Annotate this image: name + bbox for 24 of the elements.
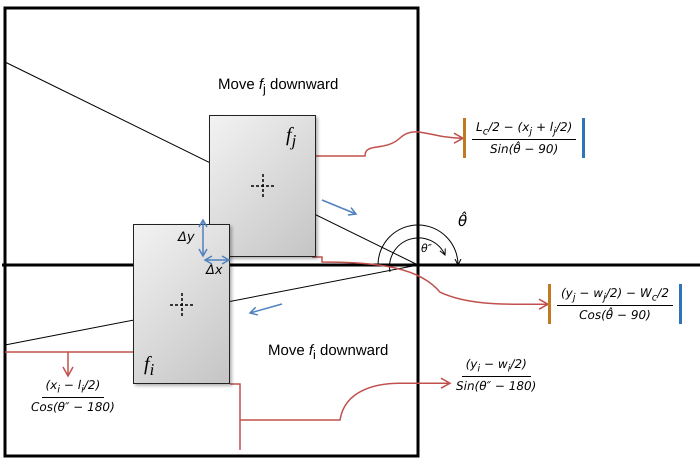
math-label: Δy [178,230,195,245]
formula-denominator: Cos(θ″ − 180) [31,399,115,414]
note-text: Move f$_{j}$ downward [218,76,338,96]
formula [548,284,682,324]
formula-numerator: (x$_{i}$ − l$_{i}$/2) [42,378,104,398]
block-label: f$_{i}$ [144,353,154,380]
leader-arrow [62,351,133,377]
formula-denominator: Sin(θ″ − 180) [456,378,536,394]
block [133,224,230,384]
formula-numerator: (y$_{i}$ − w$_{i}$/2) [462,357,531,378]
formula-denominator: Sin(θ̂ − 90) [490,140,558,156]
note-text: Move f$_{i}$ downward [268,342,388,362]
leader-arrow [229,377,451,451]
math-label: θ̂ [458,212,468,230]
block-label: f$_{j}$ [286,124,296,151]
formula-denominator: Cos(θ̂ − 90) [579,306,651,322]
block [209,115,316,257]
leader-arrow [312,256,549,310]
formula-numerator: (y$_{j}$ − w$_{j}$/2) − W$_{c}$/2 [557,286,673,306]
math-label: θ″ [421,242,432,255]
formula-numerator: L$_{c}$/2 − (x$_{j}$ + l$_{j}$/2) [472,120,576,140]
leader-arrow [316,131,464,157]
formula [463,118,586,158]
math-label: Δx [206,263,223,278]
